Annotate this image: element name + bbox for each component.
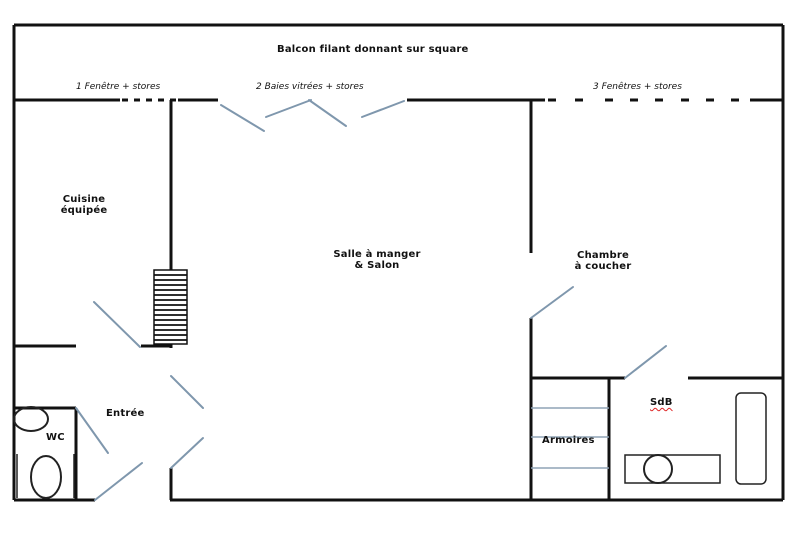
door-leaves (75, 99, 667, 501)
window-3-label: 3 Fenêtres + stores (593, 82, 682, 92)
balcony-label: Balcon filant donnant sur square (277, 44, 469, 55)
wc-door (75, 407, 109, 454)
bedroom-label-line1: Chambre (577, 250, 629, 261)
bay-leaf-4 (361, 100, 405, 118)
entrance-label: Entrée (106, 408, 145, 419)
wc-sink-icon (13, 406, 49, 432)
kitchen-label-line2: équipée (60, 205, 108, 216)
wc-fixtures (13, 406, 75, 499)
kitchen-door (93, 301, 141, 348)
kitchen-label: Cuisine équipée (52, 194, 116, 216)
interior-walls (14, 100, 783, 500)
living-room-label-line2: & Salon (354, 260, 400, 271)
bathroom-door (624, 345, 667, 379)
washbasin-icon (643, 454, 673, 484)
bay-leaf-2 (265, 99, 312, 118)
bedroom-label: Chambre à coucher (565, 250, 641, 272)
bathroom-fixtures (624, 392, 767, 485)
vanity-unit-icon (624, 454, 721, 484)
kitchen-label-line1: Cuisine (62, 194, 106, 205)
window-2-label: 2 Baies vitrées + stores (256, 82, 364, 92)
bedroom-door (530, 286, 574, 319)
bathtub-icon (735, 392, 767, 485)
living-room-label: Salle à manger & Salon (322, 249, 432, 271)
bay-leaf-1 (220, 104, 265, 132)
wc-label: WC (46, 432, 65, 443)
front-door (94, 462, 143, 501)
living-room-label-line1: Salle à manger (333, 249, 421, 260)
living-door-upper (170, 375, 204, 409)
bathroom-label: SdB (650, 397, 673, 408)
wardrobes-label: Armoires (542, 435, 595, 446)
wardrobe-shelves (531, 407, 609, 469)
bay-leaf-3 (308, 99, 347, 127)
living-door-lower (170, 437, 204, 469)
bedroom-label-line2: à coucher (574, 261, 632, 272)
toilet-bowl-icon (30, 455, 62, 499)
radiator-hatch (153, 269, 188, 345)
window-1-label: 1 Fenêtre + stores (76, 82, 161, 92)
